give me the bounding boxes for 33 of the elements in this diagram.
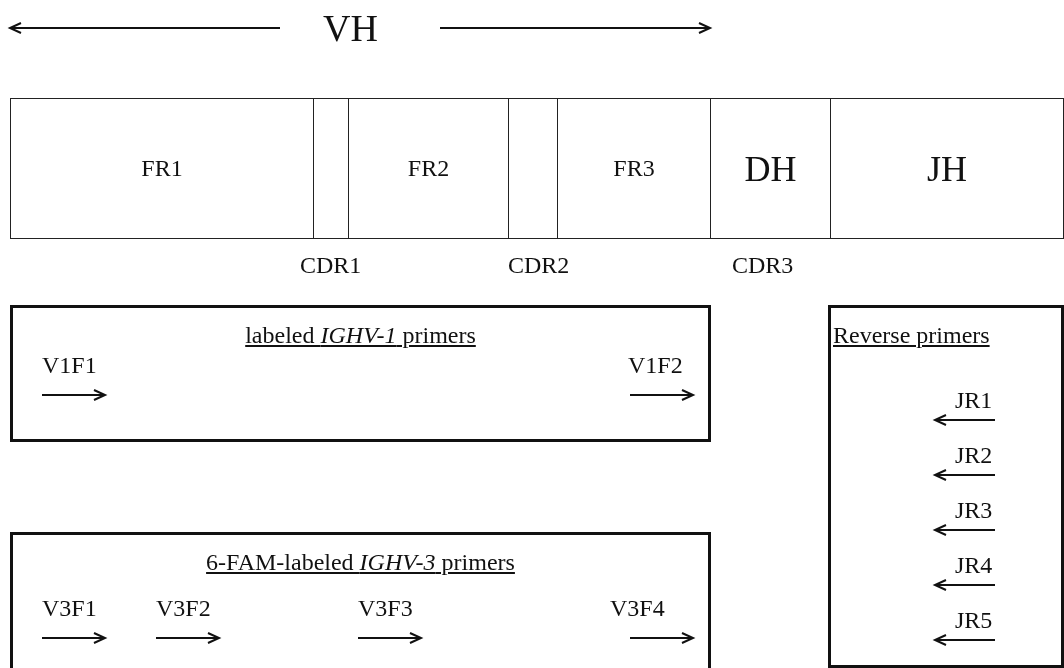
segment-label: FR3 xyxy=(613,155,655,182)
primer-group-box xyxy=(10,532,711,668)
primer-label: V3F3 xyxy=(358,595,413,622)
gene-segment-box xyxy=(508,98,558,239)
region-label: CDR3 xyxy=(732,252,794,279)
gene-segment-box xyxy=(313,98,349,239)
primer-group-box xyxy=(828,305,1064,668)
group-heading: labeled IGHV-1 primers xyxy=(245,322,476,349)
segment-label: JH xyxy=(927,147,967,190)
primer-label: V3F1 xyxy=(42,595,97,622)
primer-label: V1F1 xyxy=(42,352,97,379)
primer-group-box xyxy=(10,305,711,442)
region-title: VH xyxy=(323,6,378,50)
group-heading: Reverse primers xyxy=(833,322,990,349)
primer-label: JR3 xyxy=(955,497,993,524)
primer-label: JR5 xyxy=(955,607,993,634)
gene-segment-box xyxy=(710,98,831,239)
primer-label: JR2 xyxy=(955,442,993,469)
gene-segment-box xyxy=(348,98,509,239)
segment-label: FR2 xyxy=(407,155,450,182)
gene-segment-box xyxy=(10,98,314,239)
primer-label: V1F2 xyxy=(628,352,683,379)
gene-segment-box xyxy=(557,98,711,239)
primer-label: V3F4 xyxy=(610,595,665,622)
primer-label: JR4 xyxy=(955,552,993,579)
group-heading: 6-FAM-labeled IGHV-3 primers xyxy=(206,549,515,576)
region-label: CDR1 xyxy=(300,252,362,279)
segment-label: FR1 xyxy=(141,155,183,182)
primer-label: JR1 xyxy=(955,387,993,414)
region-label: CDR2 xyxy=(508,252,570,279)
gene-segment-box xyxy=(830,98,1064,239)
primer-label: V3F2 xyxy=(156,595,211,622)
segment-label: DH xyxy=(744,147,797,190)
